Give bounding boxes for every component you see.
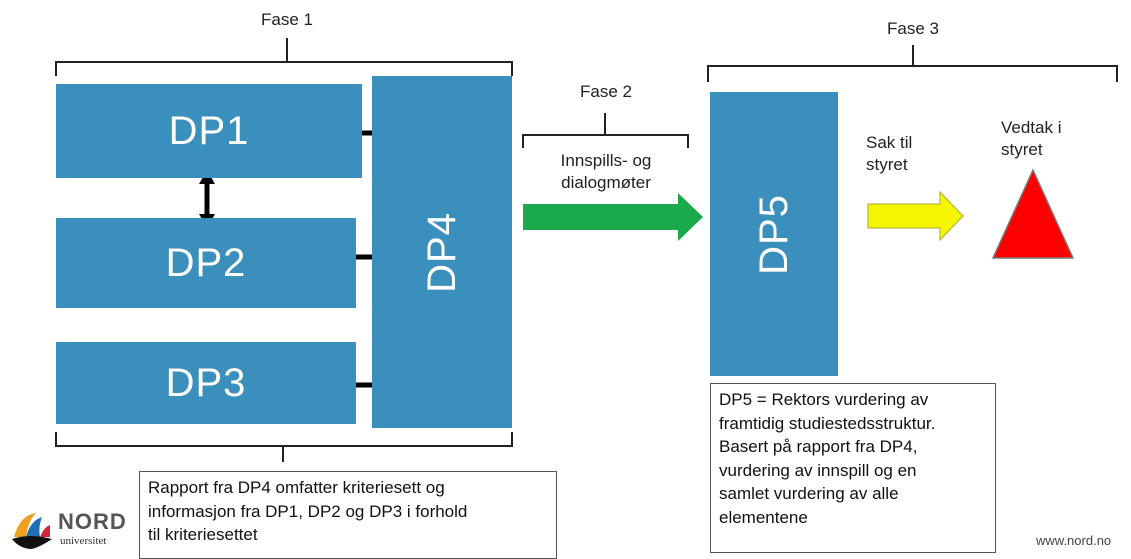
dp5-note-line3: Basert på rapport fra DP4, xyxy=(719,437,918,456)
meetings-label-line1: Innspills- og xyxy=(560,151,652,170)
green-flow-arrow xyxy=(523,193,703,241)
phase3-brace xyxy=(707,45,1118,82)
phase2-brace xyxy=(522,113,689,148)
nord-logo-mark-icon xyxy=(12,513,52,549)
decision-triangle xyxy=(991,168,1075,259)
decision-label: Vedtak i styret xyxy=(1001,117,1091,161)
yellow-flow-arrow xyxy=(867,190,964,242)
report-note-line3: til kriteriesettet xyxy=(148,525,258,544)
phase2-label: Fase 2 xyxy=(580,82,632,101)
dp5-note: DP5 = Rektors vurdering av framtidig stu… xyxy=(710,383,996,553)
report-note-line1: Rapport fra DP4 omfatter kriteriesett og xyxy=(148,478,445,497)
logo-text: NORD xyxy=(58,509,127,534)
meetings-label: Innspills- og dialogmøter xyxy=(531,150,681,194)
nord-logo: NORD universitet xyxy=(10,505,135,553)
phase3-label: Fase 3 xyxy=(887,19,939,38)
board-case-label-line2: styret xyxy=(866,155,908,174)
phase1-bottom-brace xyxy=(55,432,513,462)
dp5-note-line2: framtidig studiestedsstruktur. xyxy=(719,413,936,433)
dp1-label: DP1 xyxy=(168,108,250,153)
phase1-top-brace xyxy=(55,38,513,76)
dp2-box: DP2 xyxy=(56,218,356,308)
dp5-note-line4: vurdering av innspill og en xyxy=(719,460,917,480)
dp2-label: DP2 xyxy=(165,240,247,285)
dp4-label: DP4 xyxy=(419,211,464,293)
dp5-label: DP5 xyxy=(751,193,796,275)
website-text: www.nord.no xyxy=(1036,533,1112,548)
dp5-box: DP5 xyxy=(710,92,838,376)
dp3-label: DP3 xyxy=(165,360,247,405)
dp5-note-line6: elementene xyxy=(719,507,808,527)
decision-label-line1: Vedtak i xyxy=(1001,118,1062,137)
dp5-note-line1: DP5 = Rektors vurdering av xyxy=(719,390,929,409)
meetings-label-line2: dialogmøter xyxy=(561,173,651,192)
board-case-label-line1: Sak til xyxy=(866,133,913,152)
dp5-note-line5: samlet vurdering av alle xyxy=(719,484,899,503)
dp1-box: DP1 xyxy=(56,84,362,178)
dp4-box: DP4 xyxy=(372,76,512,428)
logo-subtext: universitet xyxy=(60,535,107,547)
report-note: Rapport fra DP4 omfatter kriteriesett og… xyxy=(139,471,557,559)
board-case-label: Sak til styret xyxy=(866,132,936,176)
decision-label-line2: styret xyxy=(1001,140,1043,159)
dp3-box: DP3 xyxy=(56,342,356,424)
phase1-label: Fase 1 xyxy=(261,10,313,29)
report-note-line2: informasjon fra DP1, DP2 og DP3 i forhol… xyxy=(148,501,468,521)
